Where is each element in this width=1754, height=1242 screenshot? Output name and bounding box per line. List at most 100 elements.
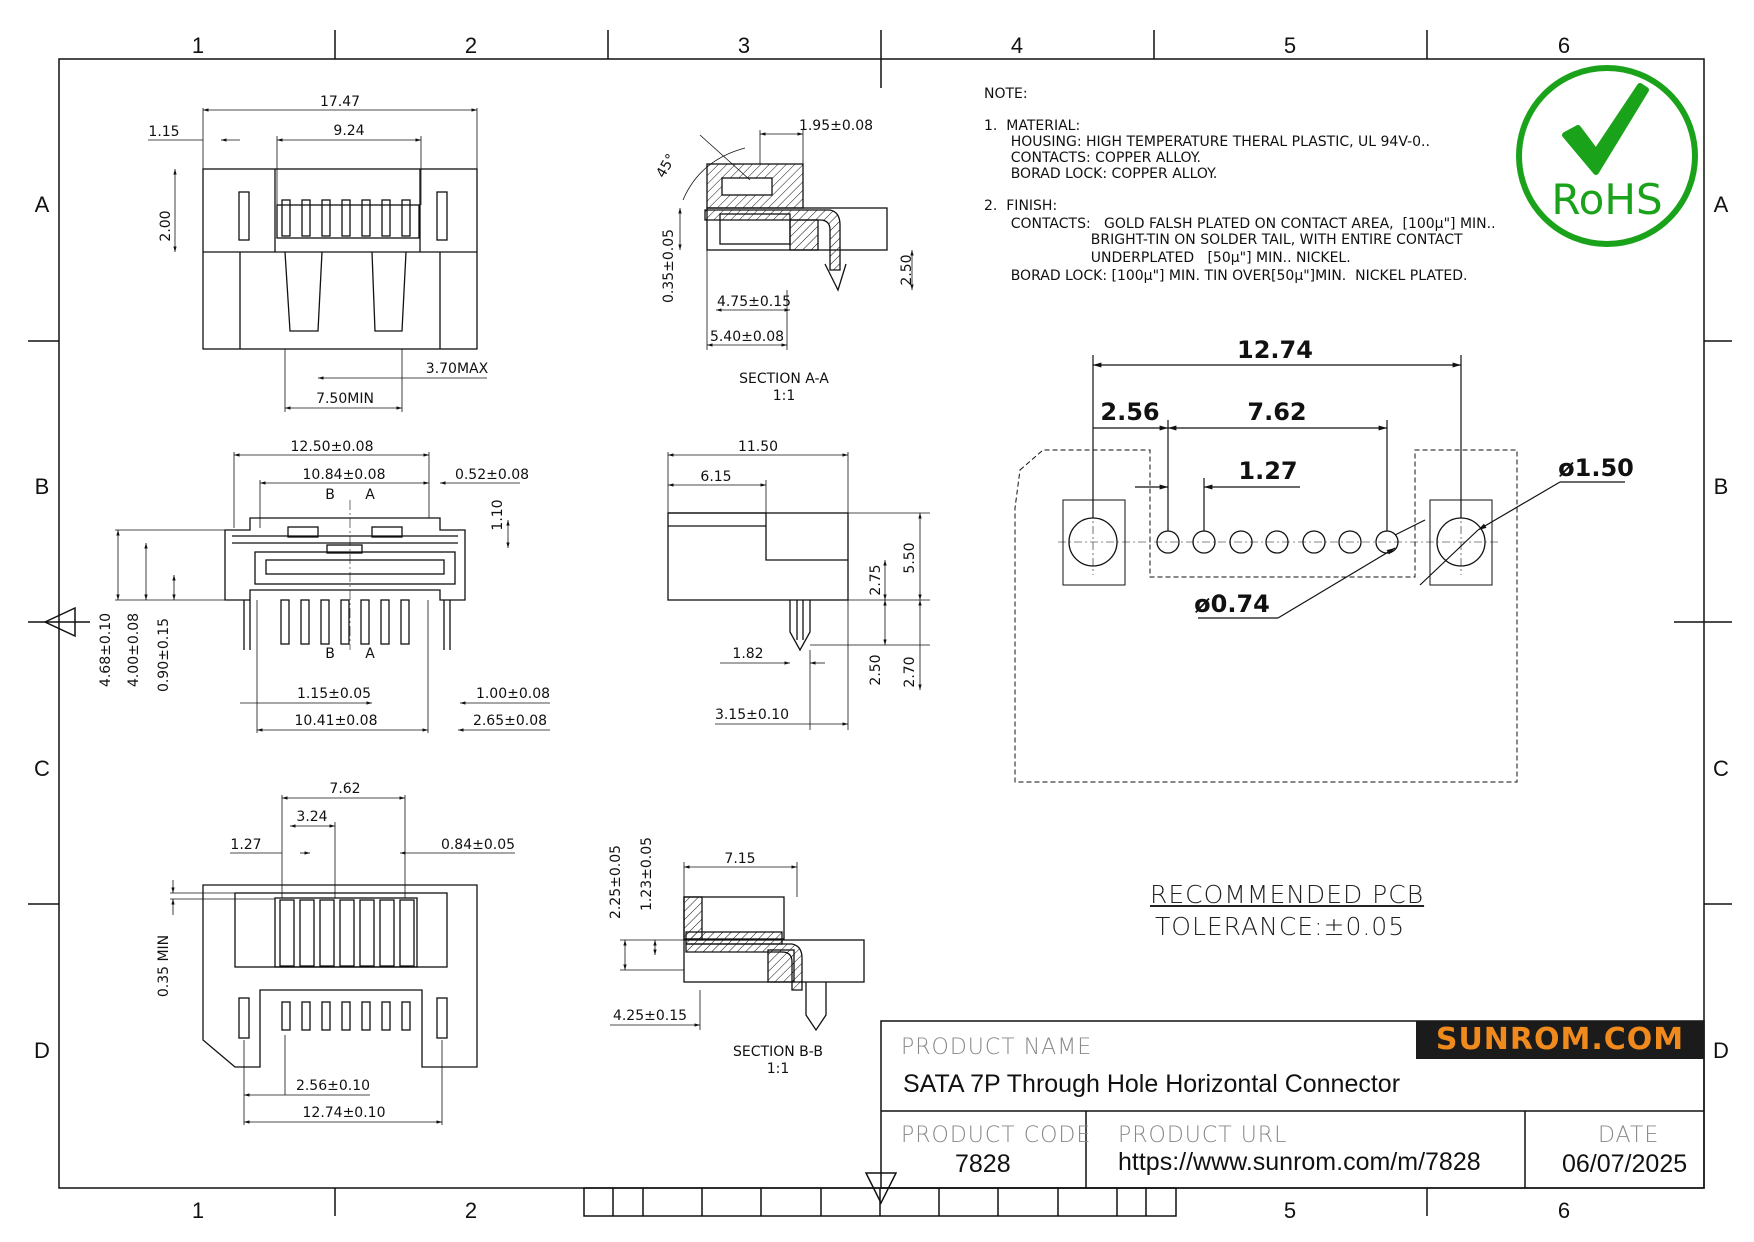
svg-text:2.56: 2.56 xyxy=(1100,398,1159,426)
svg-text:3.24: 3.24 xyxy=(296,809,327,825)
svg-text:1.15: 1.15 xyxy=(148,124,179,140)
svg-text:11.50: 11.50 xyxy=(738,439,778,455)
col-label-3: 3 xyxy=(738,33,750,58)
row-label-a-right: A xyxy=(1714,192,1729,217)
section-aa-dims: 1.95±0.08 45° 0.35±0.05 2.50 4.75±0.15 5… xyxy=(653,118,915,404)
note-line-10: BORAD LOCK: [100μ"] MIN. TIN OVER[50μ"]M… xyxy=(984,268,1468,284)
front-view xyxy=(115,452,550,733)
pcb-tolerance: TOLERANCE:±0.05 xyxy=(1155,912,1406,941)
svg-text:4.75±0.15: 4.75±0.15 xyxy=(717,294,791,310)
svg-text:10.41±0.08: 10.41±0.08 xyxy=(295,713,378,729)
section-bb-dims: 7.15 2.25±0.05 1.23±0.05 4.25±0.15 SECTI… xyxy=(608,837,823,1077)
svg-text:7.62: 7.62 xyxy=(1247,398,1306,426)
pcb-dims: 12.74 2.56 7.62 1.27 ø1.50 ø0.74 xyxy=(1100,336,1633,618)
svg-text:5.50: 5.50 xyxy=(902,542,918,573)
svg-text:4.68±0.10: 4.68±0.10 xyxy=(98,613,114,687)
svg-text:1.82: 1.82 xyxy=(732,646,763,662)
svg-text:SECTION A-A: SECTION A-A xyxy=(739,371,829,387)
col-label-6: 6 xyxy=(1558,33,1570,58)
svg-text:2.00: 2.00 xyxy=(158,210,174,241)
svg-text:2.25±0.05: 2.25±0.05 xyxy=(608,845,624,919)
svg-text:2.70: 2.70 xyxy=(902,656,918,687)
note-heading: NOTE: xyxy=(984,86,1028,102)
pcb-title: RECOMMENDED PCB xyxy=(1150,880,1425,909)
svg-text:0.52±0.08: 0.52±0.08 xyxy=(455,467,529,483)
svg-text:0.35±0.05: 0.35±0.05 xyxy=(661,229,677,303)
product-name-value: SATA 7P Through Hole Horizontal Connecto… xyxy=(903,1070,1401,1098)
svg-text:B: B xyxy=(325,487,335,503)
svg-text:1.27: 1.27 xyxy=(1238,457,1297,485)
col-label-2: 2 xyxy=(465,33,477,58)
product-url-value[interactable]: https://www.sunrom.com/m/7828 xyxy=(1118,1148,1481,1176)
note-line-4: BORAD LOCK: COPPER ALLOY. xyxy=(984,166,1218,182)
sunrom-logo: SUNROM.COM xyxy=(1416,1021,1704,1059)
svg-text:7.62: 7.62 xyxy=(329,781,360,797)
svg-text:2.65±0.08: 2.65±0.08 xyxy=(473,713,547,729)
svg-text:RoHS: RoHS xyxy=(1551,175,1662,224)
date-value: 06/07/2025 xyxy=(1562,1150,1688,1178)
svg-text:1.10: 1.10 xyxy=(490,499,506,530)
row-label-d: D xyxy=(34,1038,50,1063)
svg-text:45°: 45° xyxy=(653,151,679,181)
svg-text:0.35 MIN: 0.35 MIN xyxy=(156,935,172,997)
svg-text:5.40±0.08: 5.40±0.08 xyxy=(710,329,784,345)
svg-text:ø0.74: ø0.74 xyxy=(1194,590,1270,618)
svg-text:0.84±0.05: 0.84±0.05 xyxy=(441,837,515,853)
row-label-c-right: C xyxy=(1713,756,1729,781)
svg-text:2.56±0.10: 2.56±0.10 xyxy=(296,1078,370,1094)
row-label-c: C xyxy=(34,756,50,781)
rohs-badge: RoHS xyxy=(1516,65,1698,247)
note-line-2: HOUSING: HIGH TEMPERATURE THERAL PLASTIC… xyxy=(984,134,1430,150)
note-line-1: 1. MATERIAL: xyxy=(984,118,1081,134)
svg-text:6.15: 6.15 xyxy=(700,469,731,485)
front-view-dims: 12.50±0.08 10.84±0.08 0.52±0.08 1.10 4.6… xyxy=(98,439,550,729)
grid-labels: 1 2 3 4 5 6 1 2 5 6 A B C D A B C D xyxy=(34,33,1729,1223)
row-label-b-right: B xyxy=(1714,474,1729,499)
svg-text:9.24: 9.24 xyxy=(333,123,364,139)
product-code-label: PRODUCT CODE xyxy=(901,1123,1092,1148)
svg-text:A: A xyxy=(365,646,375,662)
col-label-6-bottom: 6 xyxy=(1558,1198,1570,1223)
svg-text:3.15±0.10: 3.15±0.10 xyxy=(715,707,789,723)
bottom-view xyxy=(170,795,515,1125)
svg-text:1:1: 1:1 xyxy=(773,388,796,404)
svg-text:1.27: 1.27 xyxy=(230,837,261,853)
svg-text:3.70MAX: 3.70MAX xyxy=(426,361,489,377)
svg-text:10.84±0.08: 10.84±0.08 xyxy=(303,467,386,483)
col-label-1-bottom: 1 xyxy=(192,1198,204,1223)
svg-text:1.00±0.08: 1.00±0.08 xyxy=(476,686,550,702)
svg-text:12.74: 12.74 xyxy=(1237,336,1313,364)
svg-text:A: A xyxy=(365,487,375,503)
pcb-layout xyxy=(1014,355,1625,783)
section-aa xyxy=(678,130,914,350)
product-code-value: 7828 xyxy=(955,1150,1011,1178)
date-label: DATE xyxy=(1598,1123,1660,1148)
row-label-a: A xyxy=(35,192,50,217)
svg-text:2.50: 2.50 xyxy=(899,254,915,285)
svg-text:4.25±0.15: 4.25±0.15 xyxy=(613,1008,687,1024)
note-line-9: UNDERPLATED [50μ"] MIN.. NICKEL. xyxy=(984,250,1351,266)
product-url-label: PRODUCT URL xyxy=(1118,1123,1288,1148)
col-label-5: 5 xyxy=(1284,33,1296,58)
col-label-4: 4 xyxy=(1011,33,1023,58)
top-view-dims: 17.47 1.15 9.24 2.00 3.70MAX 7.50MIN xyxy=(148,94,488,407)
side-view xyxy=(667,452,930,730)
svg-text:ø1.50: ø1.50 xyxy=(1558,454,1634,482)
col-label-2-bottom: 2 xyxy=(465,1198,477,1223)
section-bb xyxy=(610,862,865,1032)
note-line-8: BRIGHT-TIN ON SOLDER TAIL, WITH ENTIRE C… xyxy=(984,232,1463,248)
col-label-5-bottom: 5 xyxy=(1284,1198,1296,1223)
title-block-frame xyxy=(880,1020,1705,1189)
svg-text:17.47: 17.47 xyxy=(320,94,360,110)
svg-text:12.50±0.08: 12.50±0.08 xyxy=(291,439,374,455)
svg-text:4.00±0.08: 4.00±0.08 xyxy=(126,613,142,687)
svg-text:7.50MIN: 7.50MIN xyxy=(316,391,374,407)
note-line-3: CONTACTS: COPPER ALLOY. xyxy=(984,150,1201,166)
svg-text:SECTION B-B: SECTION B-B xyxy=(733,1044,823,1060)
svg-text:2.50: 2.50 xyxy=(868,654,884,685)
svg-text:1.15±0.05: 1.15±0.05 xyxy=(297,686,371,702)
note-line-6: 2. FINISH: xyxy=(984,198,1058,214)
svg-text:B: B xyxy=(325,646,335,662)
top-view xyxy=(148,108,487,412)
